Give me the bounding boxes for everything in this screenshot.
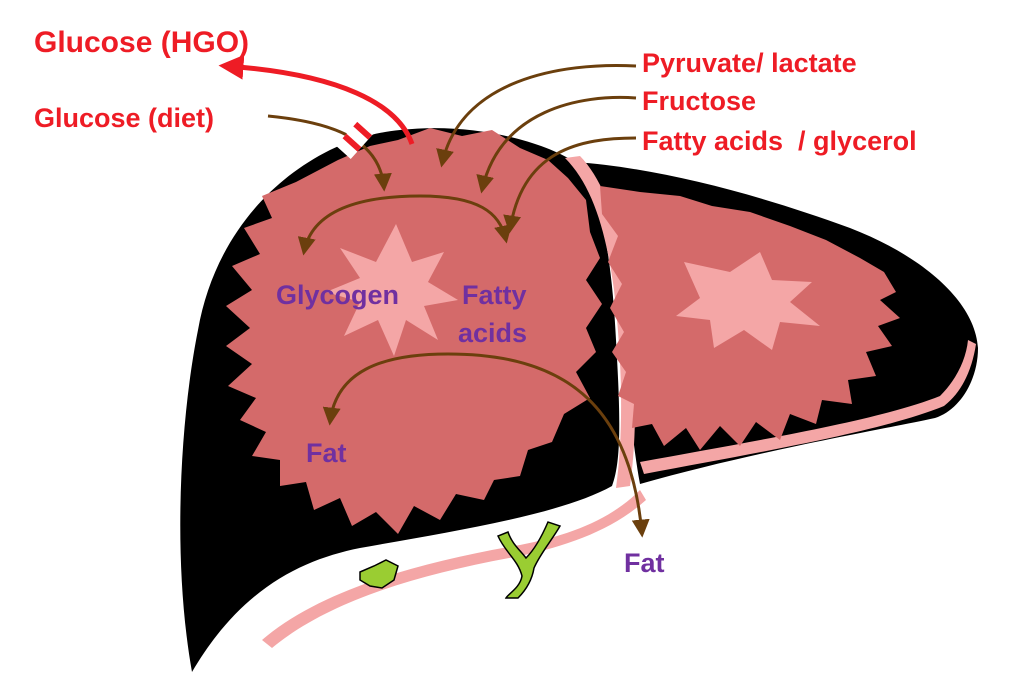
- label-glycogen: Glycogen: [276, 280, 399, 310]
- liver-icon: [180, 128, 978, 673]
- label-fatty-acids-line2: acids: [458, 318, 527, 348]
- arrow-fatty-acids-glycerol: [503, 136, 637, 234]
- liver-lower-edge-highlight: [262, 490, 646, 648]
- label-pyruvate-lactate: Pyruvate/ lactate: [642, 48, 857, 78]
- label-fat-outer: Fat: [624, 548, 665, 578]
- arrow-pyruvate: [436, 64, 637, 168]
- label-fatty-acids-glycerol: Fatty acids / glycerol: [642, 126, 917, 156]
- arrow-hgo-out: [218, 54, 415, 145]
- hepatic-vessel-icon: [359, 559, 399, 589]
- double-bar-block-icon: [335, 112, 381, 160]
- arrow-to-glycogen: [297, 194, 421, 256]
- label-fat-inner: Fat: [306, 438, 347, 468]
- label-glucose-diet: Glucose (diet): [34, 103, 214, 133]
- liver-left-lobe-highlight: [676, 252, 820, 350]
- arrow-to-fat-inner: [322, 352, 449, 426]
- arrow-to-fatty-acids: [419, 194, 512, 244]
- label-fatty-acids-line1: Fatty: [462, 280, 527, 310]
- label-glucose-hgo: Glucose (HGO): [34, 26, 249, 59]
- arrow-to-fat-outer: [447, 352, 650, 538]
- liver-left-lobe-edge-highlight: [640, 340, 976, 474]
- liver-right-lobe-highlight: [326, 224, 458, 356]
- label-fructose: Fructose: [642, 86, 756, 116]
- gallbladder-icon: [497, 521, 562, 599]
- arrow-fructose: [476, 95, 637, 194]
